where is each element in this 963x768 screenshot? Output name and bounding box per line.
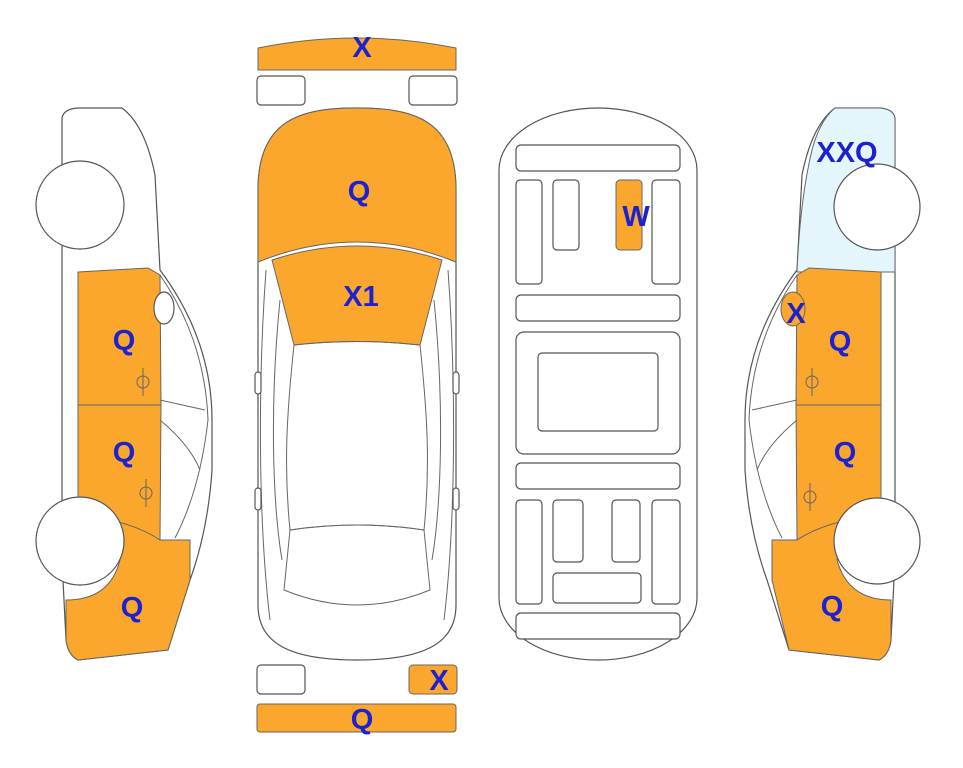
left-front-door-label: Q (113, 325, 136, 357)
rear-lamp-right-label: X (429, 665, 449, 697)
floor-panel-center-inner[interactable] (537, 352, 659, 432)
right-front-door-label: Q (829, 326, 852, 358)
top-side-line-left-inner (272, 299, 283, 561)
handle-left-top (254, 487, 262, 511)
right-rear-wheel[interactable] (833, 497, 921, 585)
top-rear-window (283, 524, 431, 606)
right-front-fender-label: XXQ (816, 137, 877, 169)
rear-lamp-left[interactable] (256, 664, 306, 695)
floor-panel-e[interactable] (515, 499, 543, 605)
floor-panel-h[interactable] (651, 499, 681, 605)
right-side-view: XXQ X Q Q Q (744, 107, 921, 661)
right-front-wheel[interactable] (833, 163, 921, 251)
mirror-right-top (452, 371, 460, 395)
left-front-door-panel[interactable] (77, 267, 162, 406)
right-window-line (748, 274, 798, 539)
floor-panel-rear[interactable] (515, 612, 681, 640)
right-window-inner (751, 399, 798, 471)
top-side-line-right-inner (431, 299, 442, 561)
floor-panel-mid-bar[interactable] (515, 294, 681, 322)
front-bumper-label: X (352, 32, 372, 64)
floor-panel-rear-bar[interactable] (515, 462, 681, 490)
mirror-left-top (254, 371, 262, 395)
rear-bumper-label: Q (351, 704, 374, 736)
rear-bumper-panel[interactable] (256, 703, 457, 733)
roof-label: W (622, 201, 650, 233)
floor-panel-front[interactable] (515, 144, 681, 172)
left-window-inner (159, 399, 206, 471)
right-rear-quarter-label: Q (821, 591, 844, 623)
top-view: X Q X1 X Q (254, 32, 460, 736)
left-mirror[interactable] (153, 291, 175, 325)
right-rear-door-label: Q (834, 437, 857, 469)
windshield-label: X1 (343, 281, 378, 313)
top-side-line-left (259, 269, 271, 621)
rear-lamp-right-panel[interactable] (408, 664, 458, 695)
front-bumper-panel[interactable] (257, 37, 457, 71)
floor-panel-f[interactable] (552, 499, 584, 563)
right-mirror-panel[interactable] (780, 291, 806, 327)
front-lamp-right[interactable] (408, 75, 458, 106)
left-rear-quarter-label: Q (121, 592, 144, 624)
hood-label: Q (348, 176, 371, 208)
left-front-wheel[interactable] (35, 160, 125, 250)
floor-panel-a[interactable] (515, 179, 543, 285)
front-lamp-left[interactable] (256, 75, 306, 106)
floor-panel-i[interactable] (552, 572, 642, 604)
right-mirror-label: X (786, 298, 806, 330)
left-rear-wheel[interactable] (35, 496, 125, 586)
floor-panel-d[interactable] (651, 179, 681, 285)
hood-panel[interactable] (257, 107, 457, 263)
roof-panel[interactable] (615, 179, 643, 251)
left-side-view: Q Q Q (35, 107, 213, 661)
left-rear-door-label: Q (113, 437, 136, 469)
left-window-line (159, 274, 209, 539)
floor-panel-g[interactable] (611, 499, 641, 563)
underbody-view: W (498, 107, 698, 661)
right-front-door-panel[interactable] (795, 267, 882, 406)
floor-panel-b[interactable] (552, 179, 580, 251)
top-side-line-right (443, 269, 455, 621)
handle-right-top (452, 487, 460, 511)
